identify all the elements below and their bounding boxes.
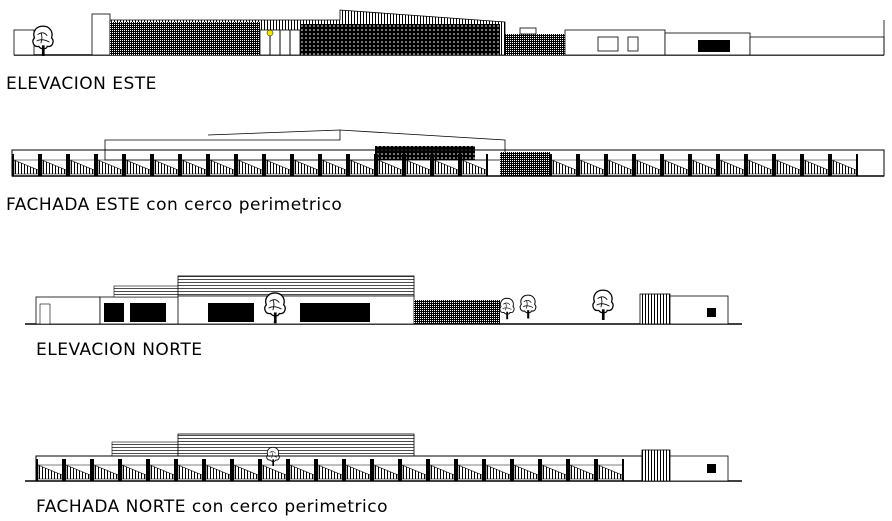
fence-bay-icon [316,459,344,481]
fence-bay-icon [120,459,148,481]
tree-icon [499,297,515,320]
fence-bay-icon [36,459,64,481]
fence-bay-icon [512,459,540,481]
fence-bays-north [36,459,624,481]
fence-bay-icon [662,154,690,176]
fence-bay-icon [690,154,718,176]
fence-bay-icon [12,154,40,176]
fence-bay-icon [204,459,232,481]
fence-bay-icon [40,154,68,176]
fence-bay-icon [578,154,606,176]
elevation-east [13,9,885,56]
tree-icon [592,289,614,320]
fence-bay-icon [484,459,512,481]
facade-east-with-fence [11,129,885,177]
tree-icon [266,446,280,466]
fence-bay-icon [232,459,260,481]
fence-bay-icon [92,459,120,481]
fence-bay-icon [456,459,484,481]
fence-bay-icon [64,459,92,481]
fence-bay-icon [634,154,662,176]
elevation-north [25,275,742,325]
fence-bay-icon [148,459,176,481]
fence-bay-icon [802,154,830,176]
tree-icon [32,25,54,56]
label-fachada-norte: FACHADA NORTE con cerco perimetrico [36,497,388,517]
fence-bay-icon [428,459,456,481]
fence-bay-icon [68,154,96,176]
facade-north-with-fence [25,433,742,482]
fence-bay-icon [372,459,400,481]
accent-marker [266,29,274,37]
fence-bay-icon [746,154,774,176]
fence-bay-icon [596,459,624,481]
fence-bay-icon [568,459,596,481]
fence-bay-icon [774,154,802,176]
fence-bay-icon [344,459,372,481]
label-elevacion-este: ELEVACION ESTE [6,74,157,94]
fence-bay-icon [830,154,858,176]
label-fachada-este: FACHADA ESTE con cerco perimetrico [6,195,342,215]
tree-icon [519,294,537,320]
fence-bay-icon [606,154,634,176]
label-elevacion-norte: ELEVACION NORTE [36,340,203,360]
fence-bay-icon [176,459,204,481]
fence-bay-icon [718,154,746,176]
fence-bay-icon [550,154,578,176]
fence-bay-icon [288,459,316,481]
fence-bay-icon [540,459,568,481]
fence-bay-icon [400,459,428,481]
